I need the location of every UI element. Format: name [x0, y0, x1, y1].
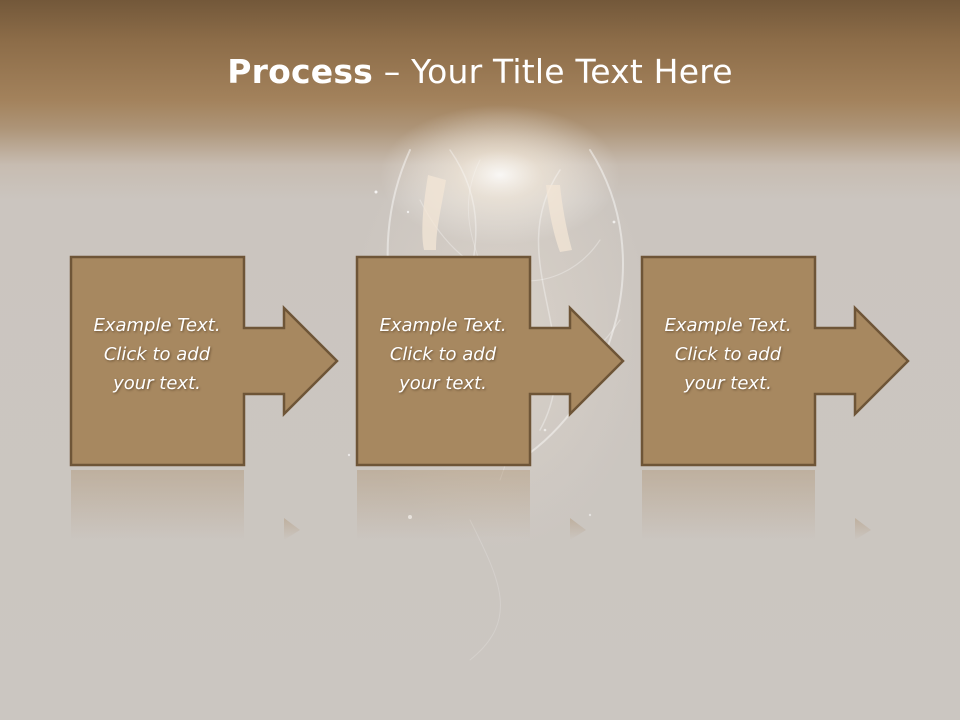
- step-reflection: [357, 470, 586, 540]
- title-rest: – Your Title Text Here: [373, 52, 733, 91]
- step-text-line-1: Example Text.: [664, 315, 792, 336]
- process-step-3[interactable]: Example Text. Click to add your text.: [640, 255, 911, 468]
- step-text[interactable]: Example Text. Click to add your text.: [358, 311, 528, 398]
- slide-title[interactable]: Process – Your Title Text Here: [0, 52, 960, 91]
- step-text-line-3: your text.: [113, 373, 201, 394]
- step-text-line-2: Click to add: [674, 344, 782, 365]
- step-text-line-3: your text.: [399, 373, 487, 394]
- step-text[interactable]: Example Text. Click to add your text.: [72, 311, 242, 398]
- step-text-line-2: Click to add: [103, 344, 211, 365]
- step-text-line-1: Example Text.: [93, 315, 221, 336]
- title-bold: Process: [227, 52, 374, 91]
- step-text-line-3: your text.: [684, 373, 772, 394]
- arrow-box-shape: [355, 255, 625, 467]
- step-text[interactable]: Example Text. Click to add your text.: [643, 311, 813, 398]
- arrow-box-shape: [69, 255, 339, 467]
- step-reflection: [71, 470, 300, 540]
- step-reflection: [642, 470, 871, 540]
- raised-hands: [422, 175, 572, 252]
- step-text-line-1: Example Text.: [379, 315, 507, 336]
- arrow-box-shape: [640, 255, 910, 467]
- process-step-2[interactable]: Example Text. Click to add your text.: [355, 255, 626, 468]
- process-step-1[interactable]: Example Text. Click to add your text.: [69, 255, 340, 468]
- step-text-line-2: Click to add: [389, 344, 497, 365]
